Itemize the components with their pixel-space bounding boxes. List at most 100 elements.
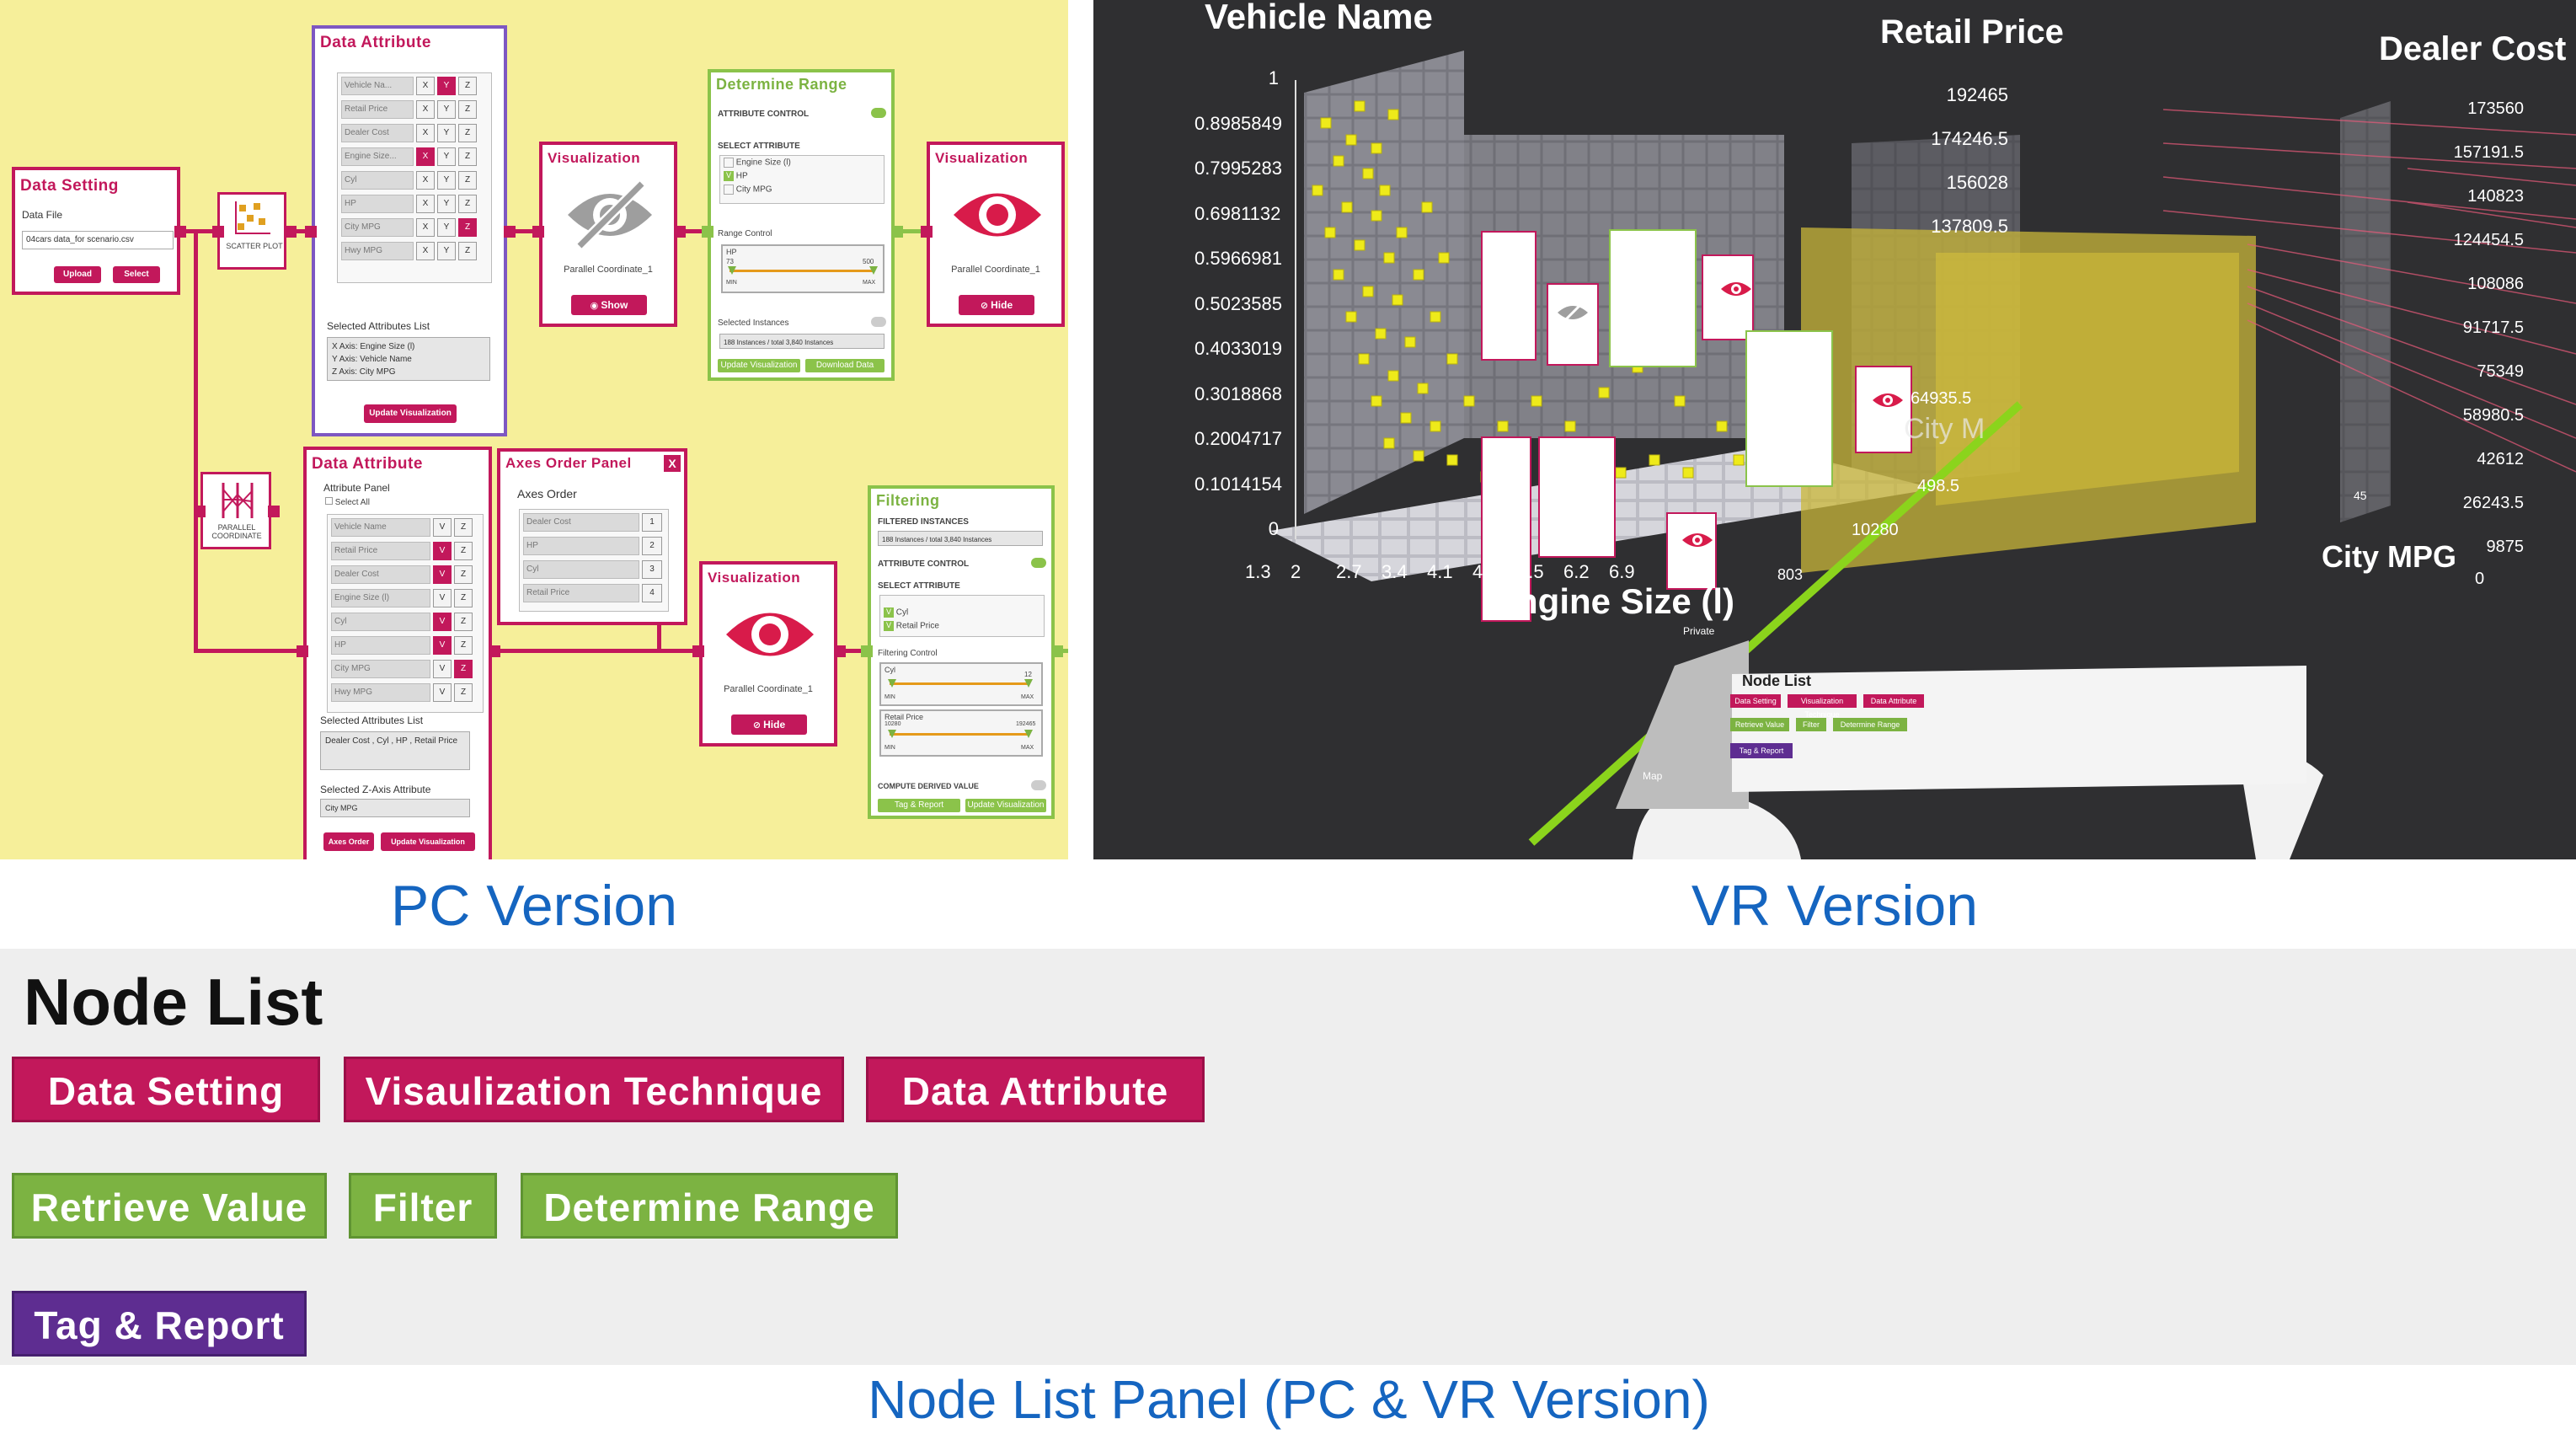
attribute-toggle-z[interactable]: Z (454, 683, 473, 702)
vr-visualization-card[interactable] (1702, 254, 1754, 340)
axis-toggle-x[interactable]: X (416, 171, 435, 190)
vr-axes-order-card[interactable] (1538, 436, 1616, 558)
attribute-toggle-v[interactable]: V (433, 683, 452, 702)
axis-toggle-y[interactable]: Y (437, 171, 456, 190)
slider-max-handle[interactable] (1024, 730, 1033, 738)
slider-max-handle[interactable] (1024, 679, 1033, 688)
axis-toggle-y[interactable]: Y (437, 195, 456, 213)
select-button[interactable]: Select (113, 266, 160, 283)
hide-button[interactable]: ⊘ Hide (959, 295, 1034, 315)
slider-min-handle[interactable] (888, 730, 896, 738)
attribute-select-list[interactable]: Engine Size (l) V HP City MPG (719, 155, 884, 204)
option-cyl[interactable]: V Cyl (880, 606, 1044, 619)
update-visualization-button[interactable]: Update Visualization (381, 832, 475, 851)
visualization-technique-button[interactable]: Visaulization Technique (344, 1057, 844, 1122)
axis-toggle-x[interactable]: X (416, 195, 435, 213)
filtering-node[interactable]: Filtering FILTERED INSTANCES 188 Instanc… (868, 485, 1055, 819)
vr-tag-report-button[interactable]: Tag & Report (1730, 743, 1793, 758)
retrieve-value-button[interactable]: Retrieve Value (12, 1173, 327, 1239)
data-file-select[interactable]: 04cars data_for scenario.csv (22, 231, 174, 249)
attribute-toggle-z[interactable]: Z (454, 518, 473, 537)
axis-toggle-x[interactable]: X (416, 100, 435, 119)
axis-toggle-y[interactable]: Y (437, 77, 456, 95)
axis-toggle-z[interactable]: Z (458, 218, 477, 237)
vr-visualization-card[interactable] (1666, 512, 1717, 590)
vr-visualization-card[interactable] (1855, 366, 1912, 453)
tag-report-button[interactable]: Tag & Report (12, 1291, 307, 1357)
attribute-toggle-v[interactable]: V (433, 636, 452, 655)
upload-button[interactable]: Upload (54, 266, 101, 283)
visualization-node-hide-top[interactable]: Visualization Parallel Coordinate_1 ⊘ Hi… (927, 142, 1065, 327)
close-icon[interactable]: X (664, 455, 681, 472)
vr-retrieve-value-button[interactable]: Retrieve Value (1730, 718, 1789, 731)
option-retail-price[interactable]: V Retail Price (880, 619, 1044, 633)
vr-visualization-technique-button[interactable]: Visualization Technique (1788, 694, 1857, 719)
option-hp[interactable]: V HP (720, 169, 884, 183)
vr-determine-range-card[interactable] (1609, 229, 1697, 367)
retail-price-slider[interactable]: Retail Price 10280 192465 MIN MAX (879, 709, 1043, 757)
option-engine-size[interactable]: Engine Size (l) (720, 156, 884, 169)
attribute-toggle-v[interactable]: V (433, 613, 452, 631)
vr-data-attribute-card[interactable] (1481, 436, 1531, 622)
vr-data-attribute-button[interactable]: Data Attribute (1863, 694, 1924, 708)
axis-toggle-z[interactable]: Z (458, 147, 477, 166)
cyl-slider[interactable]: Cyl 12 MIN MAX (879, 662, 1043, 706)
vr-visualization-card[interactable] (1547, 283, 1599, 366)
filter-button[interactable]: Filter (349, 1173, 497, 1239)
axis-toggle-y[interactable]: Y (437, 242, 456, 260)
vr-data-attribute-card[interactable] (1481, 231, 1537, 361)
attribute-control-toggle[interactable] (871, 108, 886, 118)
attribute-toggle-z[interactable]: Z (454, 660, 473, 678)
attribute-select-list[interactable]: V Cyl V Retail Price (879, 595, 1045, 637)
show-button[interactable]: ◉ Show (571, 295, 647, 315)
visualization-node-show[interactable]: Visualization Parallel Coordinate_1 ◉ Sh… (539, 142, 677, 327)
visualization-node-hide-bottom[interactable]: Visualization Parallel Coordinate_1 ⊘ Hi… (699, 561, 837, 747)
attribute-toggle-z[interactable]: Z (454, 613, 473, 631)
determine-range-node[interactable]: Determine Range ATTRIBUTE CONTROL SELECT… (708, 69, 895, 381)
attribute-toggle-z[interactable]: Z (454, 542, 473, 560)
axis-toggle-y[interactable]: Y (437, 100, 456, 119)
update-visualization-button[interactable]: Update Visualization (965, 799, 1046, 812)
vr-data-setting-button[interactable]: Data Setting (1730, 694, 1781, 708)
axis-toggle-x[interactable]: X (416, 77, 435, 95)
axis-toggle-z[interactable]: Z (458, 171, 477, 190)
axis-toggle-y[interactable]: Y (437, 218, 456, 237)
vr-side-panel-private[interactable]: Private (1683, 625, 1715, 637)
axis-toggle-x[interactable]: X (416, 124, 435, 142)
determine-range-button[interactable]: Determine Range (521, 1173, 898, 1239)
vr-filter-button[interactable]: Filter (1796, 718, 1826, 731)
attribute-toggle-v[interactable]: V (433, 565, 452, 584)
select-all-checkbox[interactable]: Select All (325, 497, 370, 507)
attribute-toggle-z[interactable]: Z (454, 565, 473, 584)
axes-order-panel[interactable]: Axes Order Panel X Axes Order Dealer Cos… (497, 448, 687, 625)
axis-toggle-z[interactable]: Z (458, 242, 477, 260)
attribute-control-toggle[interactable] (1031, 558, 1046, 568)
vr-side-panel-map[interactable]: Map (1643, 770, 1663, 782)
attribute-toggle-v[interactable]: V (433, 518, 452, 537)
axis-toggle-y[interactable]: Y (437, 147, 456, 166)
tag-report-button[interactable]: Tag & Report (878, 799, 960, 812)
attribute-toggle-v[interactable]: V (433, 660, 452, 678)
data-attribute-button[interactable]: Data Attribute (866, 1057, 1205, 1122)
attribute-toggle-v[interactable]: V (433, 589, 452, 607)
attribute-toggle-v[interactable]: V (433, 542, 452, 560)
range-slider[interactable]: HP 73 500 MIN MAX (721, 244, 884, 293)
axis-toggle-x[interactable]: X (416, 218, 435, 237)
axes-order-button[interactable]: Axes Order (323, 832, 374, 851)
parallel-coordinate-node[interactable]: PARALLEL COORDINATE (200, 472, 271, 549)
vr-determine-range-button[interactable]: Determine Range (1833, 718, 1907, 731)
download-data-button[interactable]: Download Data (805, 359, 884, 372)
range-max-handle[interactable] (869, 266, 878, 275)
axis-toggle-z[interactable]: Z (458, 77, 477, 95)
option-city-mpg[interactable]: City MPG (720, 183, 884, 196)
axis-toggle-y[interactable]: Y (437, 124, 456, 142)
range-min-handle[interactable] (728, 266, 736, 275)
data-attribute-node-bottom[interactable]: Data Attribute Attribute Panel Select Al… (303, 447, 492, 859)
axis-toggle-x[interactable]: X (416, 147, 435, 166)
scatter-plot-node[interactable]: SCATTER PLOT (217, 192, 286, 270)
